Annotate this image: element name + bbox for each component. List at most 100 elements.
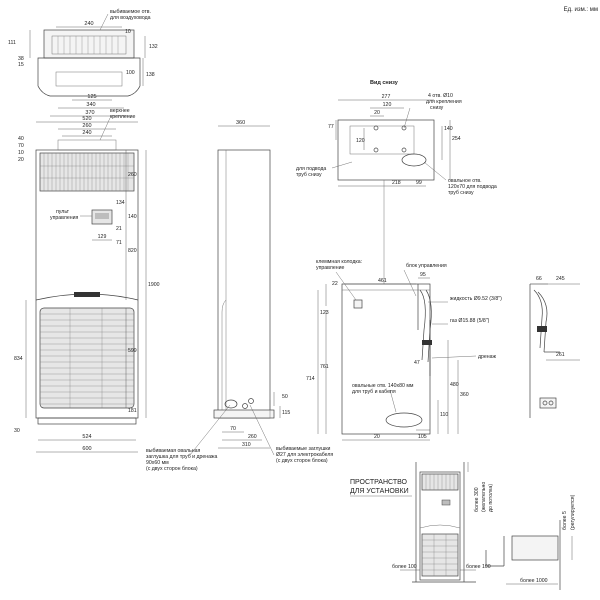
dim-20-front: 20 xyxy=(18,157,24,163)
dim-95: 95 xyxy=(420,272,426,278)
far-right-view: 66 245 261 xyxy=(529,276,580,418)
dim-520: 520 xyxy=(82,116,91,122)
left-clearance-label: более 100 xyxy=(392,564,417,570)
dim-370: 370 xyxy=(85,110,94,116)
dim-245: 245 xyxy=(556,276,565,282)
dim-38: 38 xyxy=(18,56,24,62)
dim-125: 125 xyxy=(87,94,96,100)
dim-310: 310 xyxy=(242,442,251,448)
dim-260-front: 260 xyxy=(82,123,91,129)
top-plan-view: выбиваемое отв. для воздуховода 240 10 1… xyxy=(8,9,158,117)
dim-240-front: 240 xyxy=(82,130,91,136)
dim-599: 599 xyxy=(128,348,137,354)
units-note: Ед. изм.: мм xyxy=(564,7,598,13)
upper-mount-label-1: верхнее xyxy=(110,108,130,114)
dim-340: 340 xyxy=(86,102,95,108)
oval-rear-label-2: для труб и кабеля xyxy=(352,389,396,395)
oval-rear-label-1: овальные отв. 140x80 мм xyxy=(352,383,414,389)
dim-461: 461 xyxy=(378,278,387,284)
dim-47: 47 xyxy=(414,360,420,366)
dim-105: 105 xyxy=(418,434,427,440)
oval-plug-label-2: заглушка для труб и дренажа xyxy=(146,454,217,460)
liquid-pipe-label: жидкость Ø9.52 (3/8") xyxy=(450,296,502,302)
dim-140-bottom: 140 xyxy=(444,126,453,132)
dim-277: 277 xyxy=(382,94,391,100)
installation-title-1: ПРОСТРАНСТВО xyxy=(350,479,408,486)
dim-99: 99 xyxy=(416,180,422,186)
top-clearance-label-1: более 300 xyxy=(474,487,480,512)
installation-space: ПРОСТРАНСТВО ДЛЯ УСТАНОВКИ более 300 (же xyxy=(350,462,576,590)
gas-pipe-label: газ Ø15.88 (5/8") xyxy=(450,318,490,324)
dim-181: 181 xyxy=(128,408,137,414)
oval-bottom-label-2: 120x70 для подвода xyxy=(448,184,497,190)
dim-30-front: 30 xyxy=(14,428,20,434)
oval-plug-label-1: выбиваемая овальная xyxy=(146,448,200,454)
holes-label-1: 4 отв. Ø10 xyxy=(428,93,453,99)
dim-820: 820 xyxy=(128,248,137,254)
dim-360-side: 360 xyxy=(236,120,245,126)
bottom-view: Вид снизу 4 отв. Ø10 для крепления снизу… xyxy=(296,80,497,196)
oval-bottom-label-3: труб снизу xyxy=(448,190,474,196)
remote-label-1: пульт xyxy=(56,209,70,215)
dim-132: 132 xyxy=(149,44,158,50)
round-plug-label-3: (с двух сторон блока) xyxy=(276,458,328,464)
dim-138: 138 xyxy=(146,72,155,78)
round-plug-label-2: Ø27 для электрокабеля xyxy=(276,452,333,458)
dim-120-bottom: 120 xyxy=(383,102,392,108)
holes-label-3: снизу xyxy=(430,105,444,111)
dim-22: 22 xyxy=(332,281,338,287)
dim-15: 15 xyxy=(18,62,24,68)
front-view: 520 260 240 40 70 10 20 верхнее креплени… xyxy=(14,108,160,453)
pipes-bottom-label-1: для подвода xyxy=(296,166,326,172)
right-clearance-label: более 100 xyxy=(466,564,491,570)
top-clearance-label-3: до потолка) xyxy=(488,484,494,512)
dim-260-side: 260 xyxy=(248,434,257,440)
dim-600: 600 xyxy=(82,446,91,452)
dim-134: 134 xyxy=(116,200,125,206)
front-clearance-label: более 1000 xyxy=(520,578,548,584)
dim-761: 761 xyxy=(320,364,329,370)
holes-label-2: для крепления xyxy=(426,99,462,105)
dim-20-rear: 20 xyxy=(374,434,380,440)
dim-140: 140 xyxy=(128,214,137,220)
top-clearance-label-2: (желательно xyxy=(481,482,487,512)
dim-70-front: 70 xyxy=(18,143,24,149)
upper-mount-label-2: крепление xyxy=(110,114,136,120)
dim-111: 111 xyxy=(8,40,16,46)
terminal-label-1: клеммная колодка: xyxy=(316,259,362,265)
dim-70-side: 70 xyxy=(230,426,236,432)
dim-260-height: 260 xyxy=(128,172,137,178)
dim-50-side: 50 xyxy=(282,394,288,400)
dim-77: 77 xyxy=(328,124,334,130)
remote-label-2: управления xyxy=(50,215,78,221)
dim-524: 524 xyxy=(82,434,91,440)
dim-1900: 1900 xyxy=(148,282,160,288)
dim-254: 254 xyxy=(452,136,461,142)
knockout-duct-label-1: выбиваемое отв. xyxy=(110,9,151,15)
terminal-label-2: управление xyxy=(316,265,344,271)
side-view: 360 50 115 70 260 310 выбиваемая овальна… xyxy=(146,120,333,472)
oval-plug-label-4: (с двух сторон блока) xyxy=(146,466,198,472)
oval-plug-label-3: 90x60 мм xyxy=(146,460,169,466)
dim-21: 21 xyxy=(116,226,122,232)
dim-120-bottom-vert: 120 xyxy=(356,138,365,144)
drain-label: дренаж xyxy=(478,354,497,360)
dim-71: 71 xyxy=(116,240,122,246)
knockout-duct-label-2: для воздуховода xyxy=(110,15,151,21)
dim-714: 714 xyxy=(306,376,315,382)
pipes-bottom-label-2: труб снизу xyxy=(296,172,322,178)
dim-834: 834 xyxy=(14,356,23,362)
dim-123: 123 xyxy=(320,310,329,316)
dim-40-front: 40 xyxy=(18,136,24,142)
dim-10-front: 10 xyxy=(18,150,24,156)
dim-66: 66 xyxy=(536,276,542,282)
rear-view: клеммная колодка: управление блок управл… xyxy=(306,180,502,441)
dim-480: 480 xyxy=(450,382,459,388)
dim-218: 218 xyxy=(392,180,401,186)
round-plug-label-1: выбиваемые заглушки xyxy=(276,446,331,452)
dim-110: 110 xyxy=(440,412,448,418)
dim-10-top: 10 xyxy=(125,29,131,35)
oval-bottom-label-1: овальное отв. xyxy=(448,178,482,184)
dim-261: 261 xyxy=(556,352,565,358)
